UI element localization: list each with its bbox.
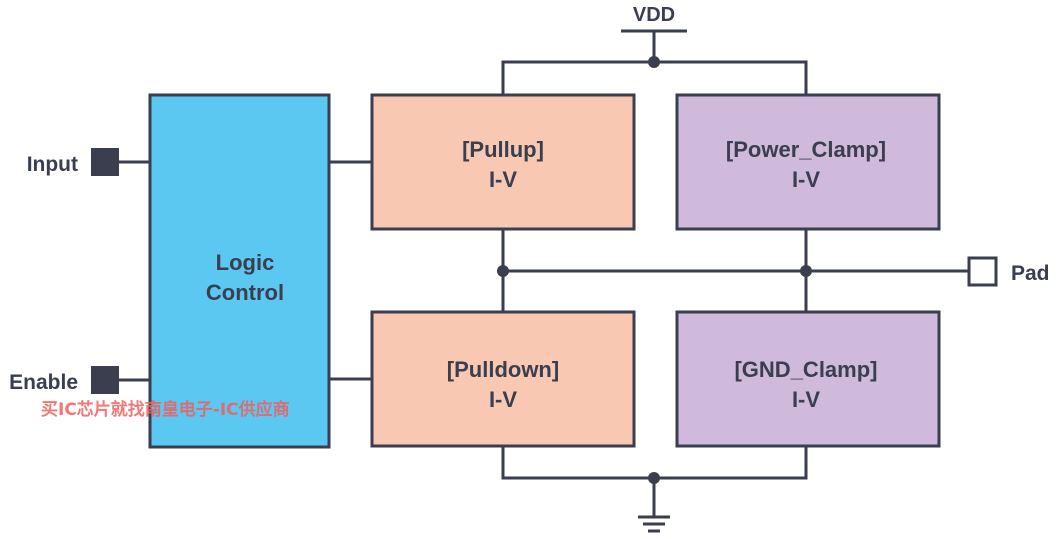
pulldown-label-line2: I-V bbox=[489, 387, 517, 412]
pad-label: Pad bbox=[1011, 262, 1050, 285]
vdd-label: VDD bbox=[633, 4, 675, 26]
power-clamp-block bbox=[675, 93, 941, 231]
pad-node-junction-right bbox=[800, 265, 812, 277]
pullup-label-line2: I-V bbox=[489, 167, 517, 192]
gnd-clamp-block bbox=[675, 310, 941, 448]
vdd-junction bbox=[648, 56, 660, 68]
pullup-label-line1: [Pullup] bbox=[462, 137, 544, 162]
enable-label: Enable bbox=[9, 371, 78, 394]
ground-symbol bbox=[638, 478, 670, 533]
power-clamp-label-line2: I-V bbox=[792, 167, 820, 192]
logic-control-label-line1: Logic bbox=[216, 250, 275, 275]
input-pin-icon bbox=[91, 148, 119, 176]
pad-pin-icon bbox=[967, 256, 998, 287]
power-clamp-label-line1: [Power_Clamp] bbox=[726, 137, 886, 162]
input-label: Input bbox=[27, 153, 78, 176]
logic-control-block bbox=[148, 93, 331, 449]
pullup-block bbox=[370, 93, 636, 231]
pulldown-block bbox=[370, 310, 636, 448]
pad-node-junction-left bbox=[497, 265, 509, 277]
gnd-clamp-label-line1: [GND_Clamp] bbox=[734, 357, 877, 382]
enable-pin-icon bbox=[91, 366, 119, 394]
watermark-text: 买IC芯片就找南皇电子-IC供应商 bbox=[41, 399, 290, 420]
logic-control-label-line2: Control bbox=[206, 280, 284, 305]
gnd-clamp-label-line2: I-V bbox=[792, 387, 820, 412]
pulldown-label-line1: [Pulldown] bbox=[447, 357, 559, 382]
